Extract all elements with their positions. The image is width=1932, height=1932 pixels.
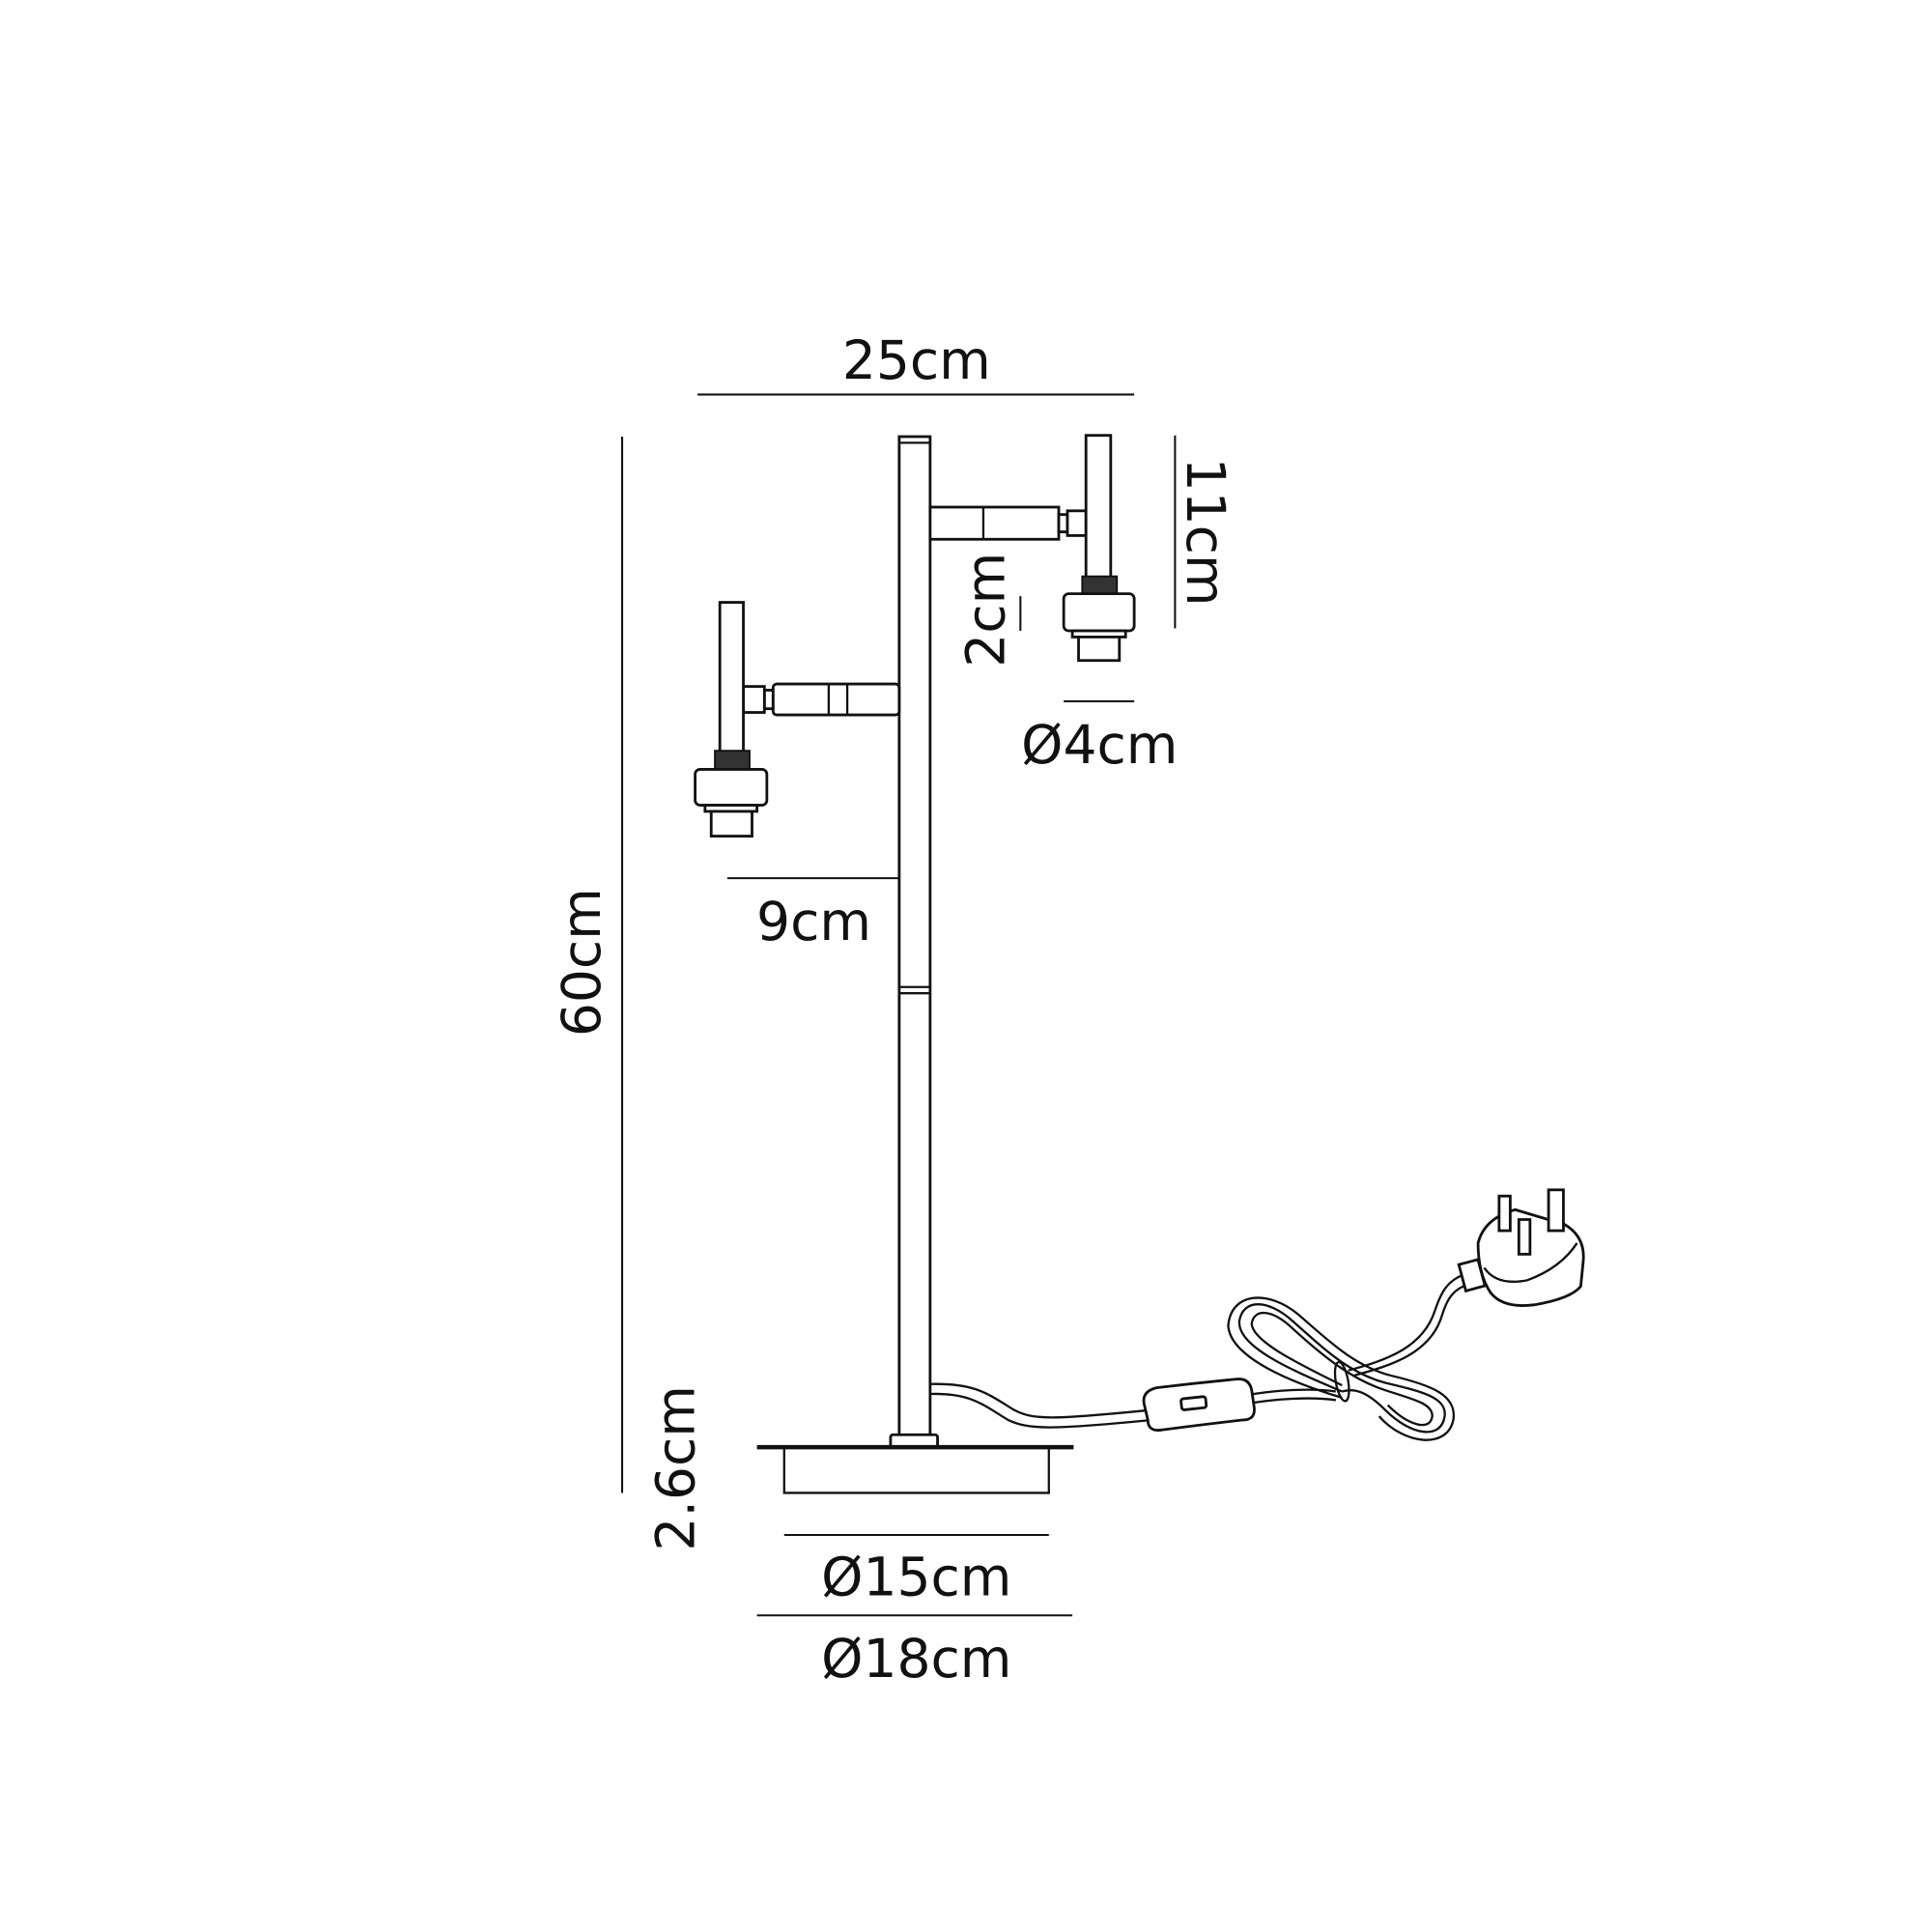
uk-plug	[1457, 1188, 1585, 1307]
cable-coil	[1227, 1272, 1470, 1441]
plug-pin	[1517, 1218, 1532, 1256]
power-cable	[929, 1382, 1337, 1429]
height-label: 60cm	[551, 888, 612, 1037]
knurled-ring	[714, 750, 751, 771]
lamp-pole	[889, 435, 939, 1449]
base-inner-diameter-label: Ø15cm	[821, 1547, 1011, 1608]
width-dimension: 25cm	[697, 329, 1135, 396]
head-diameter-label: Ø4cm	[1021, 714, 1178, 776]
inline-switch	[1142, 1378, 1256, 1432]
base-outer-diameter-dimension: Ø18cm	[756, 1614, 1073, 1690]
lower-arm	[742, 682, 901, 717]
base-height-dimension: 2.6cm	[644, 1385, 706, 1550]
head-diameter-dimension: Ø4cm	[1021, 699, 1178, 776]
lamp-base	[756, 1444, 1074, 1494]
head-gap-label: 2cm	[955, 553, 1017, 668]
head-height-dimension: 11cm	[1174, 435, 1236, 629]
plug-pin	[1547, 1188, 1565, 1233]
base-inner-diameter-dimension: Ø15cm	[783, 1533, 1049, 1608]
upper-arm	[928, 505, 1088, 541]
base-height-label: 2.6cm	[644, 1385, 706, 1550]
head-gap-dimension: 2cm	[955, 553, 1022, 668]
base-outer-diameter-label: Ø18cm	[821, 1628, 1011, 1690]
right-spotlight-head	[1062, 434, 1136, 663]
knurled-ring	[1081, 575, 1119, 595]
height-dimension: 60cm	[551, 436, 624, 1493]
width-label: 25cm	[842, 329, 991, 391]
head-height-label: 11cm	[1175, 458, 1236, 607]
left-spotlight-head	[694, 601, 769, 838]
cable-grip	[1457, 1258, 1487, 1293]
arm-reach-dimension: 9cm	[726, 877, 899, 952]
arm-reach-label: 9cm	[756, 891, 871, 952]
plug-pin	[1497, 1194, 1512, 1233]
